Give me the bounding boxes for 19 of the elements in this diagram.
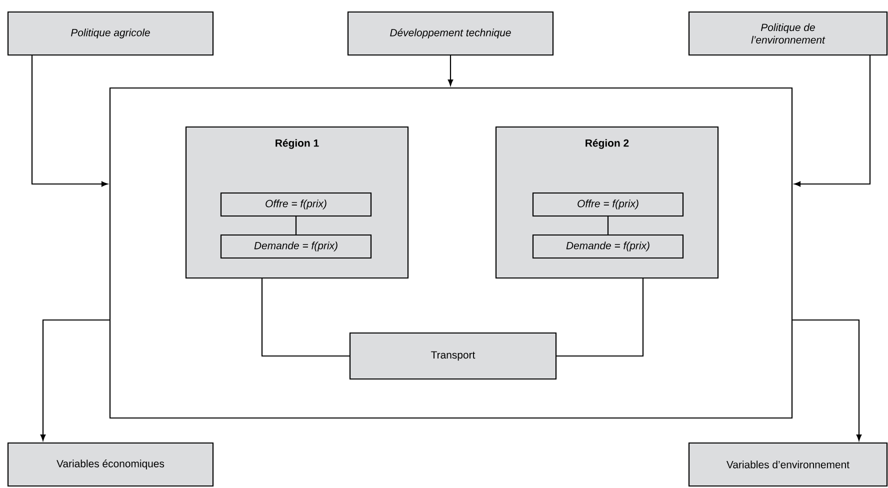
equation-box: Offre = f(prix) (532, 192, 684, 217)
arrow (794, 56, 871, 187)
equation-box: Offre = f(prix) (220, 192, 372, 217)
connector-line (607, 216, 609, 234)
input-box: Développement technique (347, 11, 554, 56)
output-box: Variables d’environnement (688, 442, 888, 487)
connector-line (261, 278, 350, 357)
arrow (40, 319, 110, 441)
connector-line (556, 278, 644, 357)
arrow (31, 56, 108, 187)
equation-box: Demande = f(prix) (532, 234, 684, 259)
equation-box: Demande = f(prix) (220, 234, 372, 259)
arrow (448, 56, 454, 86)
process-box: Transport (349, 332, 557, 380)
arrow (792, 319, 862, 441)
output-box: Variables économiques (7, 442, 214, 487)
input-box: Politique de l’environnement (688, 11, 888, 56)
connector-line (295, 216, 297, 234)
input-box: Politique agricole (7, 11, 214, 56)
